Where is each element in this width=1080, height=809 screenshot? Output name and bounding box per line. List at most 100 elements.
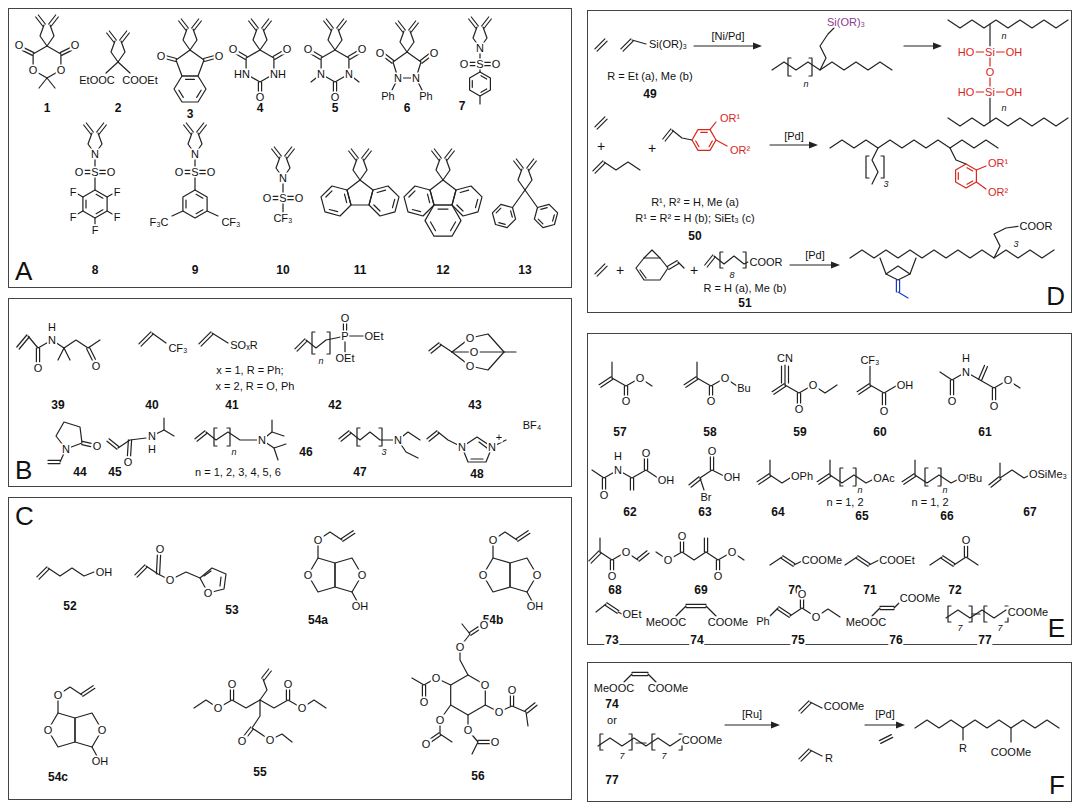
bond-line	[478, 740, 490, 741]
bond-line	[118, 62, 130, 73]
compound-number: 5	[331, 102, 340, 114]
atom-label: O	[156, 51, 167, 62]
bond-line	[830, 140, 998, 148]
subscript-label: 3	[1012, 240, 1019, 249]
atom-label: COOMe	[681, 735, 723, 746]
arrow-head	[809, 142, 818, 149]
bond-line	[183, 29, 190, 50]
bond-line	[197, 433, 207, 441]
bond-line	[850, 250, 1054, 258]
bond-line	[800, 393, 801, 404]
bond-line	[431, 735, 441, 742]
bond-line	[513, 695, 514, 706]
atom-label: O	[479, 620, 490, 631]
atom-label: N	[278, 173, 288, 184]
compound-number: 76	[888, 634, 903, 646]
bond-line	[107, 211, 112, 214]
atom-label: O	[283, 679, 294, 690]
bond-line	[525, 703, 535, 711]
bond-line	[329, 210, 337, 212]
atom-label: O	[165, 575, 176, 586]
compound-number: 71	[862, 584, 877, 596]
atom-label: Si(OR)₃	[648, 39, 688, 50]
atom-label: HN	[233, 69, 251, 80]
bond-line	[409, 21, 416, 30]
bond-line	[640, 270, 646, 278]
atom-label: CF₃	[272, 213, 293, 224]
bond-line	[719, 560, 720, 570]
compound-number: 42	[327, 399, 342, 411]
bond-line	[602, 478, 603, 490]
bond-line	[83, 190, 107, 218]
bond-line	[396, 23, 403, 32]
bond-line	[260, 700, 326, 708]
bond-line	[830, 475, 872, 483]
atom-label: O	[429, 48, 440, 59]
bond-line	[644, 250, 660, 258]
bond-line	[772, 384, 784, 392]
bond-line	[1000, 470, 1028, 478]
bond-line	[994, 226, 1020, 258]
compound-number: 45	[107, 466, 122, 478]
bond-line	[343, 533, 355, 541]
bond-line	[596, 604, 606, 612]
bond-line	[788, 366, 789, 383]
bond-line	[866, 156, 869, 178]
bond-line	[770, 557, 782, 565]
atom-label: N	[316, 69, 326, 80]
bond-line	[28, 336, 100, 348]
bond-line	[482, 17, 489, 26]
bond-line	[601, 379, 613, 387]
bond-line	[904, 45, 936, 46]
bond-line	[880, 609, 894, 610]
atom-label: O	[808, 380, 819, 391]
subscript-label: 7	[996, 624, 1003, 633]
bond-line	[967, 181, 973, 184]
atom-label: O	[106, 167, 117, 178]
bond-line	[604, 162, 640, 170]
bond-line	[700, 470, 724, 478]
bond-line	[165, 56, 176, 59]
bond-line	[725, 724, 774, 725]
bond-line	[598, 738, 682, 746]
atom-label: O	[455, 642, 466, 653]
compound-number: 43	[467, 399, 482, 411]
atom-label: R	[824, 753, 834, 764]
panel-letter: C	[15, 503, 34, 529]
compound-number: 3	[186, 108, 195, 120]
panel-letter: B	[15, 457, 32, 483]
atom-label: F	[69, 212, 78, 223]
bond-line	[438, 209, 448, 210]
atom-label: O	[431, 673, 442, 684]
bond-line	[781, 558, 793, 566]
bond-line	[672, 130, 692, 140]
bond-line	[1010, 728, 1011, 742]
bond-line	[770, 144, 812, 145]
bond-line	[691, 479, 701, 487]
bond-line	[946, 610, 1006, 618]
bond-line	[81, 686, 93, 694]
bond-line	[697, 378, 737, 386]
bond-line	[312, 332, 315, 354]
atom-label: N	[344, 69, 354, 80]
bond-line	[427, 431, 437, 439]
bond-line	[333, 82, 334, 92]
compound-number: 8	[91, 264, 100, 276]
atom-label: S	[278, 193, 287, 204]
bond-line	[37, 567, 47, 577]
atom-label: O	[811, 612, 822, 623]
bond-line	[525, 190, 538, 208]
compound-number: 63	[697, 506, 712, 518]
subscript-label: n	[941, 486, 948, 495]
bond-line	[249, 21, 256, 30]
atom-label: OEt	[364, 331, 385, 342]
bond-line	[820, 28, 834, 70]
bond-line	[58, 348, 64, 360]
atom-label: O	[532, 570, 543, 581]
bond-line	[692, 130, 716, 151]
bond-line	[345, 194, 347, 202]
bond-line	[882, 393, 883, 405]
bond-line	[707, 538, 708, 552]
bond-line	[196, 194, 203, 198]
bond-line	[260, 29, 267, 50]
